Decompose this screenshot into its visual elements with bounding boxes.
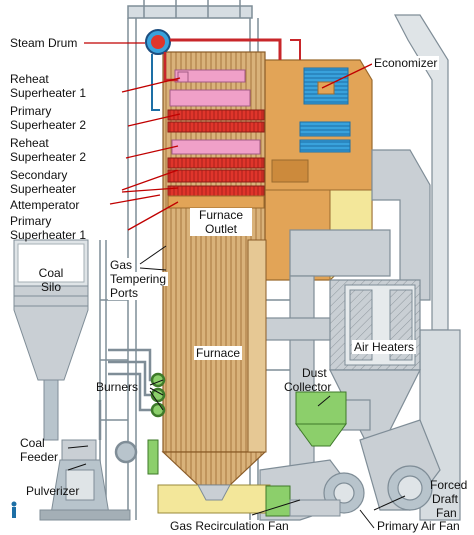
leader-lines-black <box>67 245 406 529</box>
label-reheat-sh1-line1: Reheat <box>10 72 49 86</box>
label-gas-recirculation-fan: Gas Recirculation Fan <box>170 519 289 533</box>
label-furnace-outlet-line2: Outlet <box>190 222 252 236</box>
pulverizer <box>39 439 131 521</box>
label-coal-feeder-line1: Coal <box>20 436 45 450</box>
furnace <box>157 51 271 514</box>
label-attemperator: Attemperator <box>10 198 80 212</box>
label-forced-draft-line3: Fan <box>436 506 457 520</box>
label-air-heaters: Air Heaters <box>352 340 417 354</box>
label-primary-sh1-line2: Superheater 1 <box>10 228 87 242</box>
label-furnace-outlet-line1: Furnace <box>190 208 252 222</box>
leader-lines <box>84 42 373 231</box>
burner-piping <box>98 348 166 475</box>
label-coal-silo-line2: Silo <box>40 280 61 294</box>
label-secondary-sh-line2: Superheater <box>10 182 77 196</box>
label-forced-draft-line1: Forced <box>430 478 468 492</box>
label-primary-air-fan: Primary Air Fan <box>377 519 460 533</box>
label-secondary-sh-line1: Secondary <box>10 168 68 182</box>
label-burners: Burners <box>96 380 139 394</box>
label-reheat-sh2-line1: Reheat <box>10 136 49 150</box>
label-gas-tempering-line1: Gas <box>108 258 135 272</box>
label-coal-feeder-line2: Feeder <box>20 450 59 464</box>
superheater-banks <box>167 69 265 209</box>
steam-drum <box>145 29 301 111</box>
label-coal-silo-line1: Coal <box>38 266 64 280</box>
label-dust-collector-line1: Dust <box>302 366 327 380</box>
label-furnace: Furnace <box>194 346 243 360</box>
label-dust-collector-line2: Collector <box>284 380 332 394</box>
dust-collector <box>295 391 347 447</box>
label-reheat-sh2-line2: Superheater 2 <box>10 150 87 164</box>
label-reheat-sh1-line2: Superheater 1 <box>10 86 87 100</box>
label-primary-sh2-line2: Superheater 2 <box>10 118 87 132</box>
coal-silo <box>13 239 89 441</box>
label-primary-sh1-line1: Primary <box>10 214 52 228</box>
label-gas-tempering-line3: Ports <box>108 286 141 300</box>
label-primary-sh2-line1: Primary <box>10 104 52 118</box>
label-gas-tempering-line2: Tempering <box>108 272 169 286</box>
person-silhouette-icon <box>11 501 17 518</box>
label-economizer: Economizer <box>372 56 440 70</box>
label-forced-draft-line2: Draft <box>432 492 459 506</box>
gas-recirc-duct <box>265 485 341 517</box>
label-steam-drum: Steam Drum <box>10 36 78 50</box>
label-pulverizer: Pulverizer <box>26 484 80 498</box>
